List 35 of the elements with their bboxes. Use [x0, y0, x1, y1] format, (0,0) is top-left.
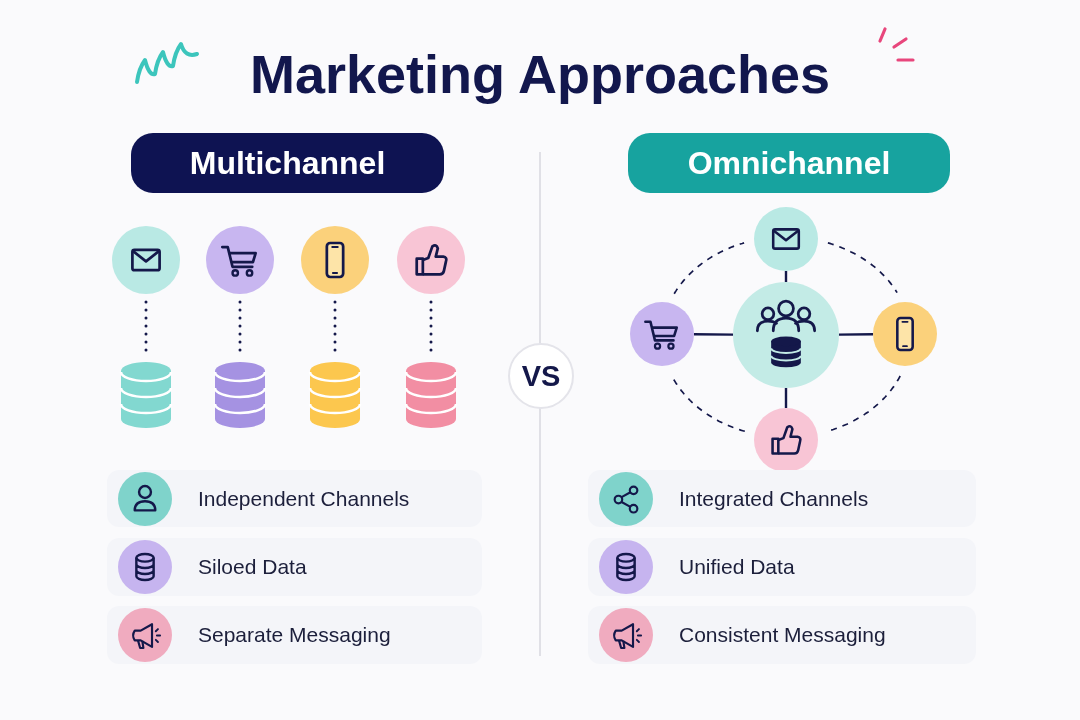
connector-line	[784, 271, 788, 282]
feature-label: Siloed Data	[198, 554, 307, 580]
feature-row	[588, 470, 976, 527]
feature-label: Separate Messaging	[198, 622, 391, 648]
section-header: Multichannel	[131, 133, 444, 193]
vs-circle: VS	[508, 343, 574, 409]
feature-row	[107, 470, 482, 527]
shopping-cart-icon	[630, 302, 694, 366]
section-header: Omnichannel	[628, 133, 950, 193]
envelope-icon	[112, 226, 180, 294]
smartphone-icon	[301, 226, 369, 294]
dashed-arc	[673, 242, 745, 295]
connector-line	[839, 333, 873, 336]
database-icon	[121, 362, 171, 428]
feature-label: Integrated Channels	[679, 485, 869, 512]
connector-line	[784, 388, 788, 408]
dashed-arc	[827, 242, 898, 294]
title: Marketing Approaches	[249, 43, 831, 106]
feature-row	[107, 538, 482, 596]
shopping-cart-icon	[206, 226, 274, 294]
smartphone-icon	[873, 302, 937, 366]
thumbs-up-icon	[397, 226, 465, 294]
feature-row	[588, 538, 976, 596]
feature-row	[107, 606, 482, 664]
database-icon	[406, 362, 456, 428]
people-database-icon	[733, 282, 839, 388]
database-icon	[215, 362, 265, 428]
thumbs-up-icon	[754, 408, 818, 472]
feature-row	[588, 606, 976, 664]
feature-label: Consistent Messaging	[679, 622, 886, 648]
feature-label: Unified Data	[679, 554, 795, 580]
feature-label: Independent Channels	[198, 485, 410, 512]
connector-line	[694, 333, 733, 336]
database-icon	[310, 362, 360, 428]
envelope-icon	[754, 207, 818, 271]
